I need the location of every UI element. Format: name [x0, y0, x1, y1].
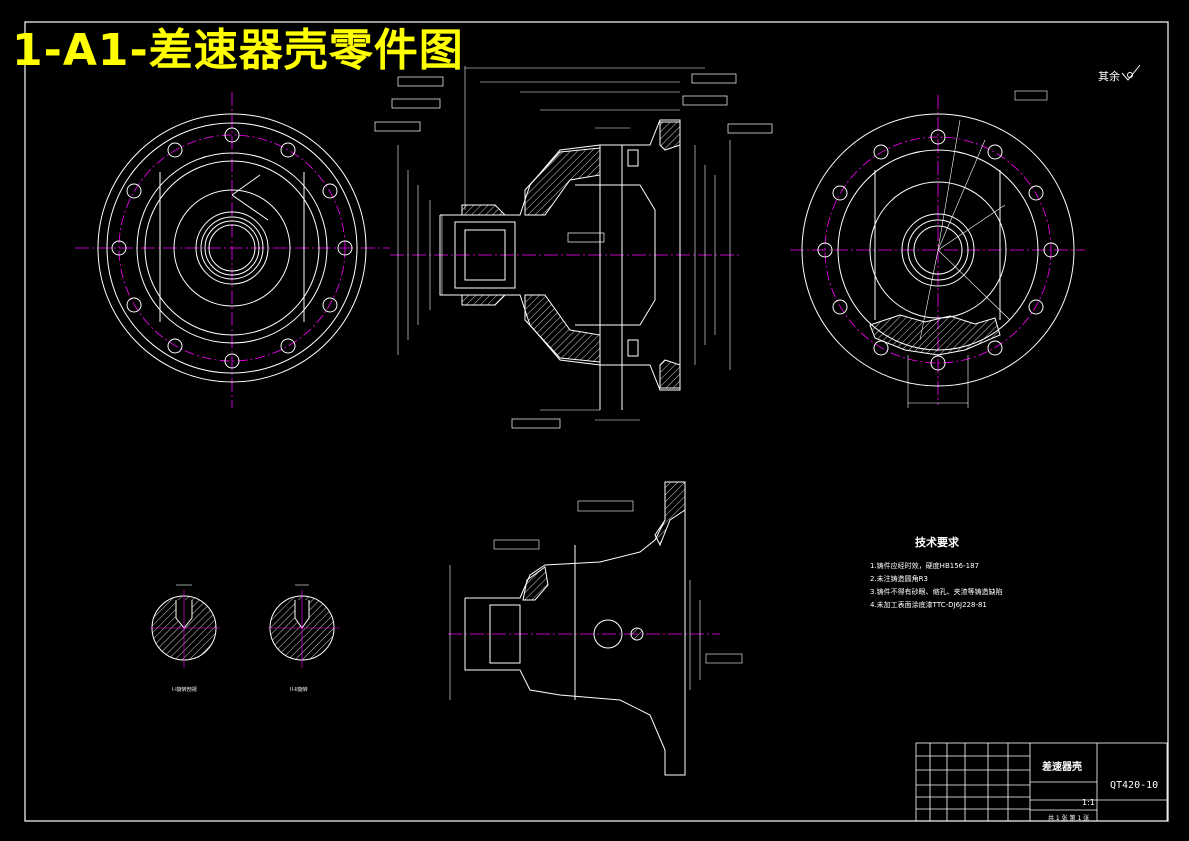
roughness-symbol — [1121, 64, 1141, 81]
left-view-outer-flange — [97, 113, 367, 383]
sheet-count: 共 1 张 第 1 张 — [1048, 815, 1090, 822]
drawing-frame — [24, 21, 1169, 822]
right-view-bolt-holes — [817, 129, 1059, 371]
tech-requirement-item: 1.铸件应经时效，硬度HB156-187 — [870, 562, 979, 570]
title-block — [915, 742, 1168, 822]
right-end-view — [790, 90, 1085, 408]
tech-requirement-item: 2.未注铸造圆角R3 — [870, 575, 928, 583]
left-view-bolt-holes — [111, 127, 353, 369]
main-section-view — [374, 66, 773, 429]
roughness-note: 其余 — [1098, 70, 1120, 83]
drawing-scale: 1:1 — [1082, 798, 1095, 807]
lower-section-view — [448, 481, 743, 776]
tech-requirement-item: 3.铸件不得有砂眼、缩孔、夹渣等铸造缺陷 — [870, 588, 1003, 596]
section-detail-left — [150, 584, 220, 668]
tech-requirements-heading: 技术要求 — [915, 536, 959, 549]
left-view-bolt-circle — [118, 134, 346, 362]
part-name: 差速器壳 — [1042, 762, 1082, 773]
tech-requirement-item: 4.未加工表面涂底漆TTC-DJ6J228-81 — [870, 601, 987, 609]
section-detail-right — [268, 584, 340, 668]
drawing-title: 1-A1-差速器壳零件图 — [12, 25, 464, 76]
section-label-left: I-I旋转剖视 — [172, 687, 197, 693]
section-label-right: II-II旋转 — [290, 687, 308, 693]
tech-requirements-list: 1.铸件应经时效，硬度HB156-187 2.未注铸造圆角R3 3.铸件不得有砂… — [870, 560, 1003, 612]
left-end-view — [75, 92, 390, 408]
part-material: QT420-10 — [1110, 780, 1159, 791]
